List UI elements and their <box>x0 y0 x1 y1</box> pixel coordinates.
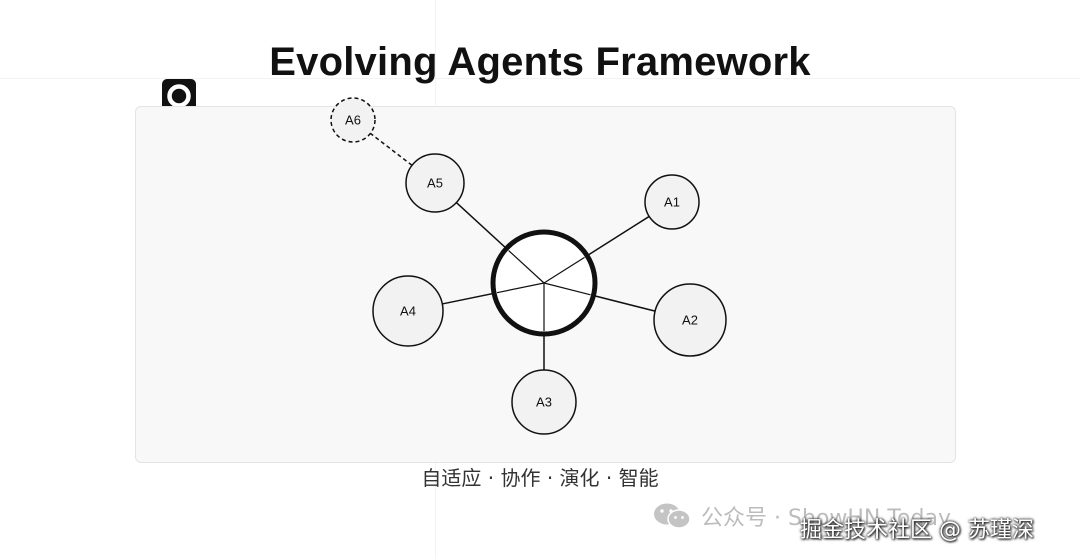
wechat-icon <box>652 501 694 537</box>
watermark-platform-text: 公众号 · ShowHN Today <box>701 506 951 531</box>
agent-node-a3 <box>511 369 577 435</box>
page-title: Evolving Agents Framework <box>269 40 811 84</box>
edge-a5-a6 <box>369 132 413 166</box>
hub-spoke-a4 <box>496 282 545 294</box>
agent-label-a4: A4 <box>400 304 416 319</box>
hub-spoke-a5 <box>508 250 545 284</box>
grid-line <box>0 78 1080 79</box>
hub-spoke-a1 <box>543 256 585 284</box>
agent-label-a6: A6 <box>345 113 361 128</box>
agent-label-a2: A2 <box>682 313 698 328</box>
agent-node-a5 <box>405 153 465 213</box>
agent-label-a5: A5 <box>427 176 443 191</box>
agent-label-a3: A3 <box>536 395 552 410</box>
watermark: 公众号 · ShowHN Today 掘金技术社区 @ 苏瑾深 <box>652 498 1072 554</box>
watermark-credit: 掘金技术社区 @ 苏瑾深 <box>800 518 1034 543</box>
agent-label-a1: A1 <box>664 195 680 210</box>
hub-spoke-a2 <box>543 282 591 296</box>
agent-node-a1 <box>644 174 700 230</box>
watermark-platform: 公众号 · ShowHN Today <box>652 500 951 537</box>
agent-node-a4 <box>372 275 444 347</box>
agent-node-a6 <box>330 97 376 143</box>
agent-node-a2 <box>653 283 727 357</box>
subtitle: 自适应 · 协作 · 演化 · 智能 <box>421 466 659 490</box>
